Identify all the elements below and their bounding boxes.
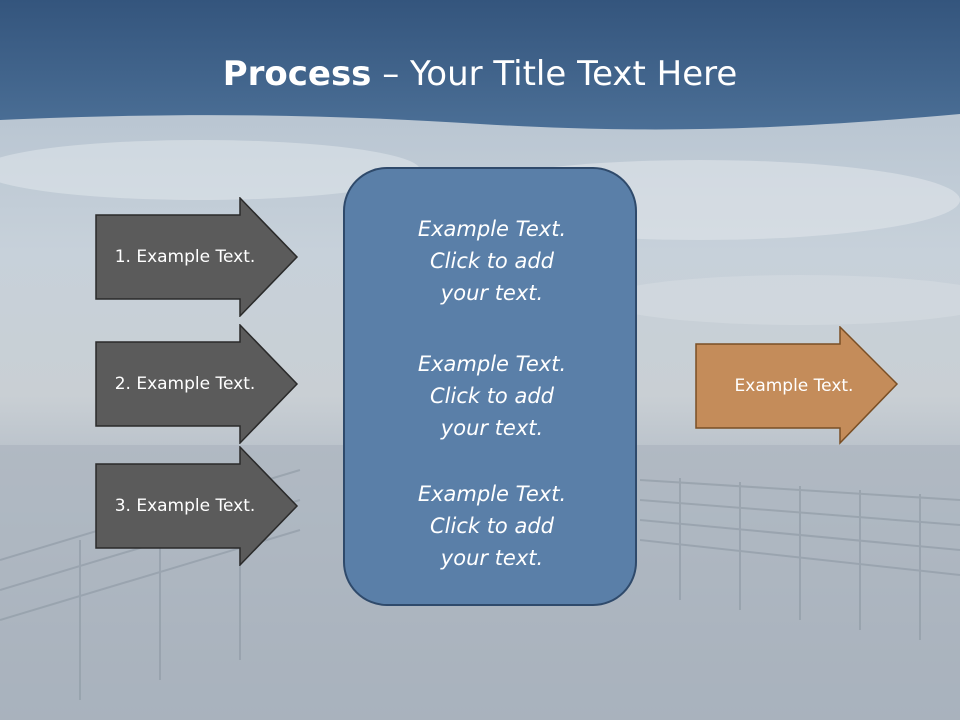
input-arrow-1-label: 1. Example Text.: [114, 247, 256, 267]
process-panel[interactable]: Example Text. Click to add your text. Ex…: [343, 167, 637, 606]
output-arrow[interactable]: Example Text.: [695, 326, 901, 446]
input-arrow-3[interactable]: 3. Example Text.: [95, 446, 301, 566]
input-arrow-2-label: 2. Example Text.: [114, 374, 256, 394]
arrow-right-icon: [95, 197, 299, 317]
panel-text-3[interactable]: Example Text. Click to add your text.: [417, 482, 567, 570]
output-arrow-label: Example Text.: [734, 376, 854, 396]
arrow-right-icon: [95, 446, 299, 566]
input-arrow-3-label: 3. Example Text.: [114, 496, 256, 516]
arrow-right-icon: [695, 326, 899, 445]
page-title: Process – Your Title Text Here: [0, 52, 960, 96]
input-arrow-2[interactable]: 2. Example Text.: [95, 324, 301, 444]
title-bold: Process: [222, 54, 372, 94]
panel-text-1[interactable]: Example Text. Click to add your text.: [417, 217, 567, 305]
input-arrow-1[interactable]: 1. Example Text.: [95, 197, 301, 317]
title-rest: – Your Title Text Here: [371, 54, 738, 94]
arrow-right-icon: [95, 324, 299, 444]
panel-text-2[interactable]: Example Text. Click to add your text.: [417, 352, 567, 440]
